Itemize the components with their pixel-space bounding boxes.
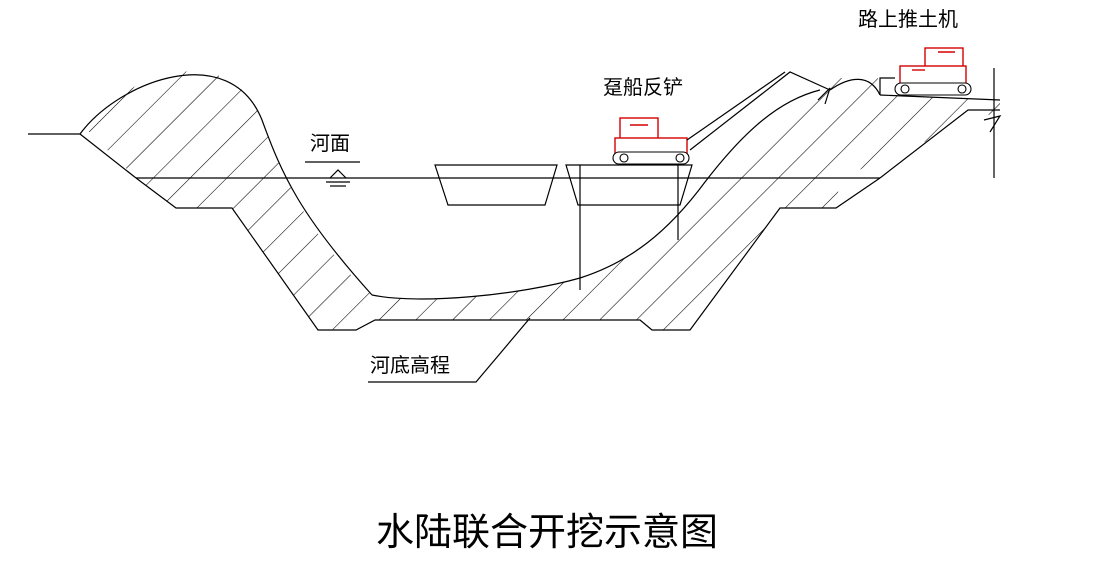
road-bulldozer-label: 路上推土机 <box>858 7 958 31</box>
barge-right <box>565 164 693 290</box>
channel-outline <box>135 68 1002 331</box>
road-bulldozer-machine <box>879 47 972 96</box>
barge-left <box>434 164 558 206</box>
excavated-cross-section <box>356 78 1000 330</box>
water-surface-label: 河面 <box>310 131 350 155</box>
water-surface-line <box>136 161 880 187</box>
diagram-title: 水陆联合开挖示意图 <box>376 510 718 554</box>
riverbed-leader <box>368 317 531 383</box>
barge-backhoe-label: 趸船反铲 <box>603 75 683 99</box>
left-spoil-mound <box>28 71 373 330</box>
barge-backhoe-machine <box>612 71 786 165</box>
riverbed-elevation-label: 河底高程 <box>370 353 450 377</box>
